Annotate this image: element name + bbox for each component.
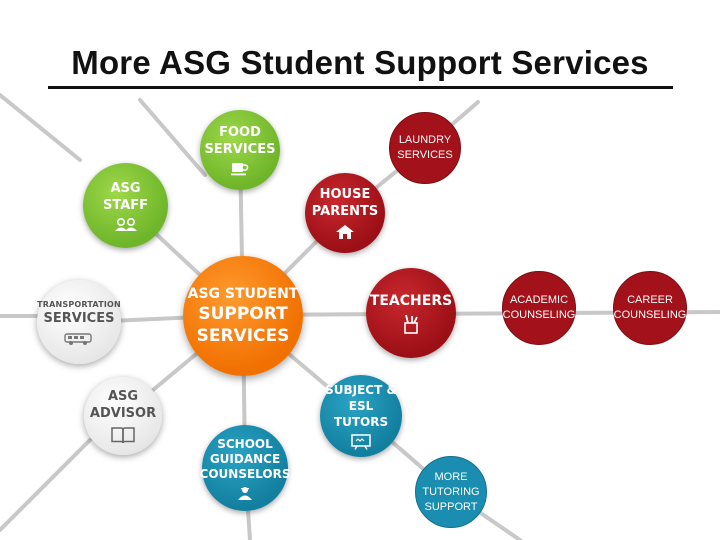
house-parents-line-2: PARENTS: [311, 204, 379, 219]
laundry-services-node: LAUNDRY SERVICES: [389, 112, 461, 184]
page-title: More ASG Student Support Services: [71, 44, 649, 81]
connector-bottom-left: [0, 438, 92, 532]
title-underline: [48, 86, 673, 89]
transportation-line-1: TRANSPORTATION: [37, 299, 121, 309]
center-node-asg-student-support-services: ASG STUDENT SUPPORT SERVICES: [183, 256, 303, 376]
staff-line-2: STAFF: [102, 197, 149, 213]
academic-line-1: ACADEMIC: [509, 294, 569, 306]
whiteboard-icon: [351, 434, 371, 450]
house-parents-node: HOUSE PARENTS: [305, 173, 385, 253]
more-tutoring-line-1: MORE: [434, 470, 468, 483]
tutors-line-2: ESL TUTORS: [333, 399, 389, 429]
food-services-node: FOOD SERVICES: [200, 110, 280, 190]
counselors-line-1: SCHOOL: [217, 436, 273, 451]
food-line-2: SERVICES: [204, 142, 276, 157]
coffee-cup-icon: [231, 162, 249, 176]
book-icon: [110, 426, 136, 444]
pencil-cup-icon: [402, 314, 420, 334]
advisor-line-1: ASG: [107, 389, 139, 404]
people-icon: [114, 217, 138, 232]
center-line-1: ASG STUDENT: [187, 286, 299, 302]
subject-esl-tutors-node: SUBJECT & ESL TUTORS: [320, 375, 402, 457]
transportation-services-node: TRANSPORTATION SERVICES: [37, 280, 121, 364]
laundry-line-1: LAUNDRY: [398, 134, 452, 146]
bus-icon: [64, 332, 94, 346]
transportation-line-2: SERVICES: [43, 310, 115, 326]
more-tutoring-line-3: SUPPORT: [424, 500, 478, 513]
house-parents-line-1: HOUSE: [319, 187, 371, 202]
connector-top-left: [0, 93, 82, 162]
career-counseling-node: CAREER COUNSELING: [613, 271, 687, 345]
advisor-line-2: ADVISOR: [89, 406, 157, 421]
center-line-2: SUPPORT: [198, 304, 288, 324]
career-line-1: CAREER: [627, 294, 673, 306]
person-icon: [237, 486, 253, 500]
asg-advisor-node: ASG ADVISOR: [84, 377, 162, 455]
connector-to-top: [138, 98, 207, 177]
counselors-line-3: COUNSELORS: [199, 466, 291, 481]
asg-staff-node: ASG STAFF: [83, 163, 168, 248]
food-line-1: FOOD: [219, 125, 261, 140]
center-line-3: SERVICES: [196, 326, 290, 346]
staff-line-1: ASG: [110, 180, 141, 196]
teachers-node: TEACHERS: [366, 268, 456, 358]
tutors-line-1: SUBJECT &: [325, 383, 397, 397]
school-guidance-counselors-node: SCHOOL GUIDANCE COUNSELORS: [199, 425, 291, 511]
more-tutoring-line-2: TUTORING: [422, 485, 480, 498]
career-line-2: COUNSELING: [613, 309, 687, 321]
academic-counseling-node: ACADEMIC COUNSELING: [502, 271, 576, 345]
counselors-line-2: GUIDANCE: [209, 451, 281, 466]
academic-line-2: COUNSELING: [502, 309, 576, 321]
teachers-label: TEACHERS: [369, 292, 453, 309]
laundry-line-2: SERVICES: [397, 149, 453, 161]
house-icon: [335, 224, 355, 240]
more-tutoring-support-node: MORE TUTORING SUPPORT: [415, 456, 487, 528]
